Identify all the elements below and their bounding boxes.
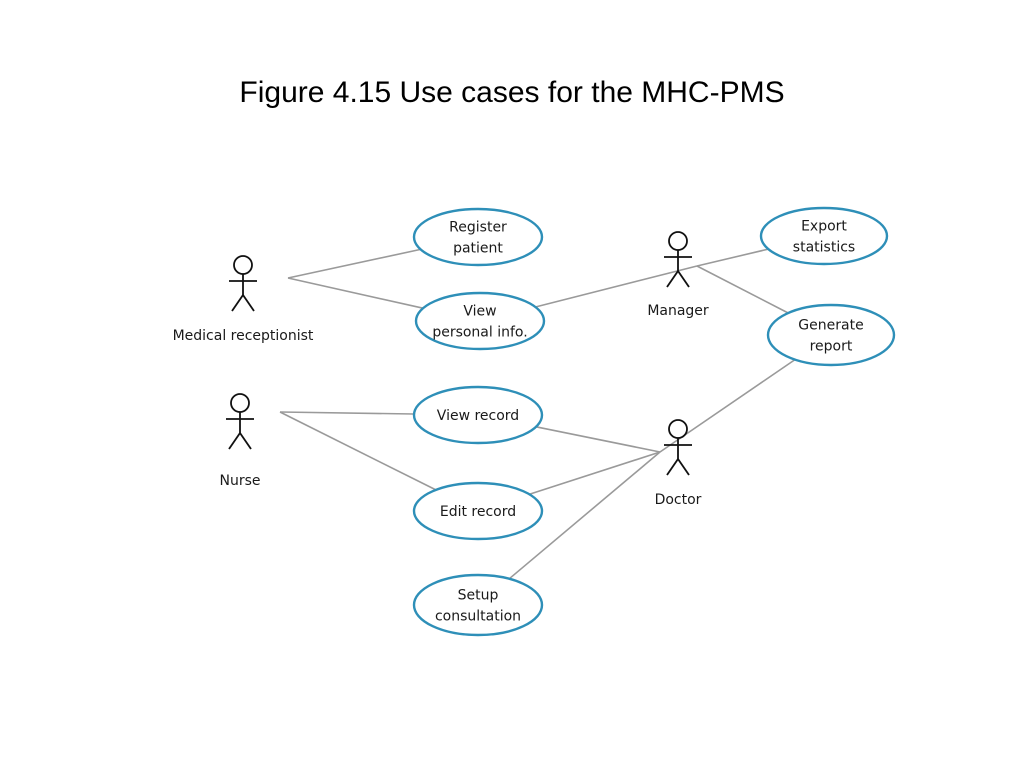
use-case-label: statistics [793, 240, 855, 256]
use-case-label: patient [453, 241, 503, 257]
actor-label: Doctor [655, 492, 702, 508]
use-case-ellipse [414, 291, 546, 351]
association-line-medical-receptionist-view-personal-info [287, 277, 424, 309]
actor-label: Nurse [219, 473, 260, 489]
use-case-setup-consultation: Setup consultation [412, 573, 544, 637]
actor-doctor: Doctor [655, 419, 702, 508]
use-case-label: personal info. [432, 325, 527, 341]
use-case-label: consultation [435, 609, 521, 625]
use-case-label: Export [801, 219, 847, 235]
actor-label: Medical receptionist [173, 328, 314, 344]
association-line-manager-view-personal-info [535, 265, 698, 308]
association-line-manager-generate-report [696, 265, 789, 314]
associations-layer [279, 248, 796, 580]
stick-figure-icon [664, 231, 692, 288]
use-case-ellipse [412, 481, 544, 541]
use-case-ellipse [412, 573, 544, 637]
use-case-ellipse [766, 303, 896, 367]
use-case-ellipse [412, 385, 544, 445]
use-case-generate-report: Generate report [766, 303, 896, 367]
stick-figure-icon [229, 255, 257, 312]
association-line-nurse-edit-record [279, 411, 437, 491]
use-case-register-patient: Register patient [412, 207, 544, 267]
use-case-label: View record [437, 408, 519, 424]
use-case-label: Generate [798, 318, 863, 334]
use-case-label: Edit record [440, 504, 516, 520]
use-case-edit-record: Edit record [412, 481, 544, 541]
association-line-doctor-edit-record [529, 451, 661, 496]
use-case-ellipse [759, 206, 889, 266]
association-line-nurse-view-record [279, 411, 415, 415]
stick-figure-icon [664, 419, 692, 476]
actor-label: Manager [647, 303, 709, 319]
use-case-label: Register [449, 220, 507, 236]
actor-nurse: Nurse [219, 393, 261, 489]
use-case-label: Setup [458, 588, 499, 604]
use-case-view-personal-info: View personal info. [414, 291, 546, 351]
use-case-label: report [810, 339, 853, 355]
actor-manager: Manager [647, 231, 709, 319]
actor-medical-receptionist: Medical receptionist [173, 255, 314, 344]
association-line-medical-receptionist-register-patient [287, 248, 421, 279]
stick-figure-icon [226, 393, 254, 450]
use-case-view-record: View record [412, 385, 544, 445]
use-case-export-statistics: Export statistics [759, 206, 889, 266]
association-line-doctor-view-record [535, 426, 661, 453]
association-line-doctor-setup-consultation [508, 451, 661, 580]
association-line-manager-export-statistics [696, 248, 769, 267]
use-case-label: View [463, 304, 496, 320]
slide-title: Figure 4.15 Use cases for the MHC-PMS [239, 76, 785, 109]
use-case-ellipse [412, 207, 544, 267]
